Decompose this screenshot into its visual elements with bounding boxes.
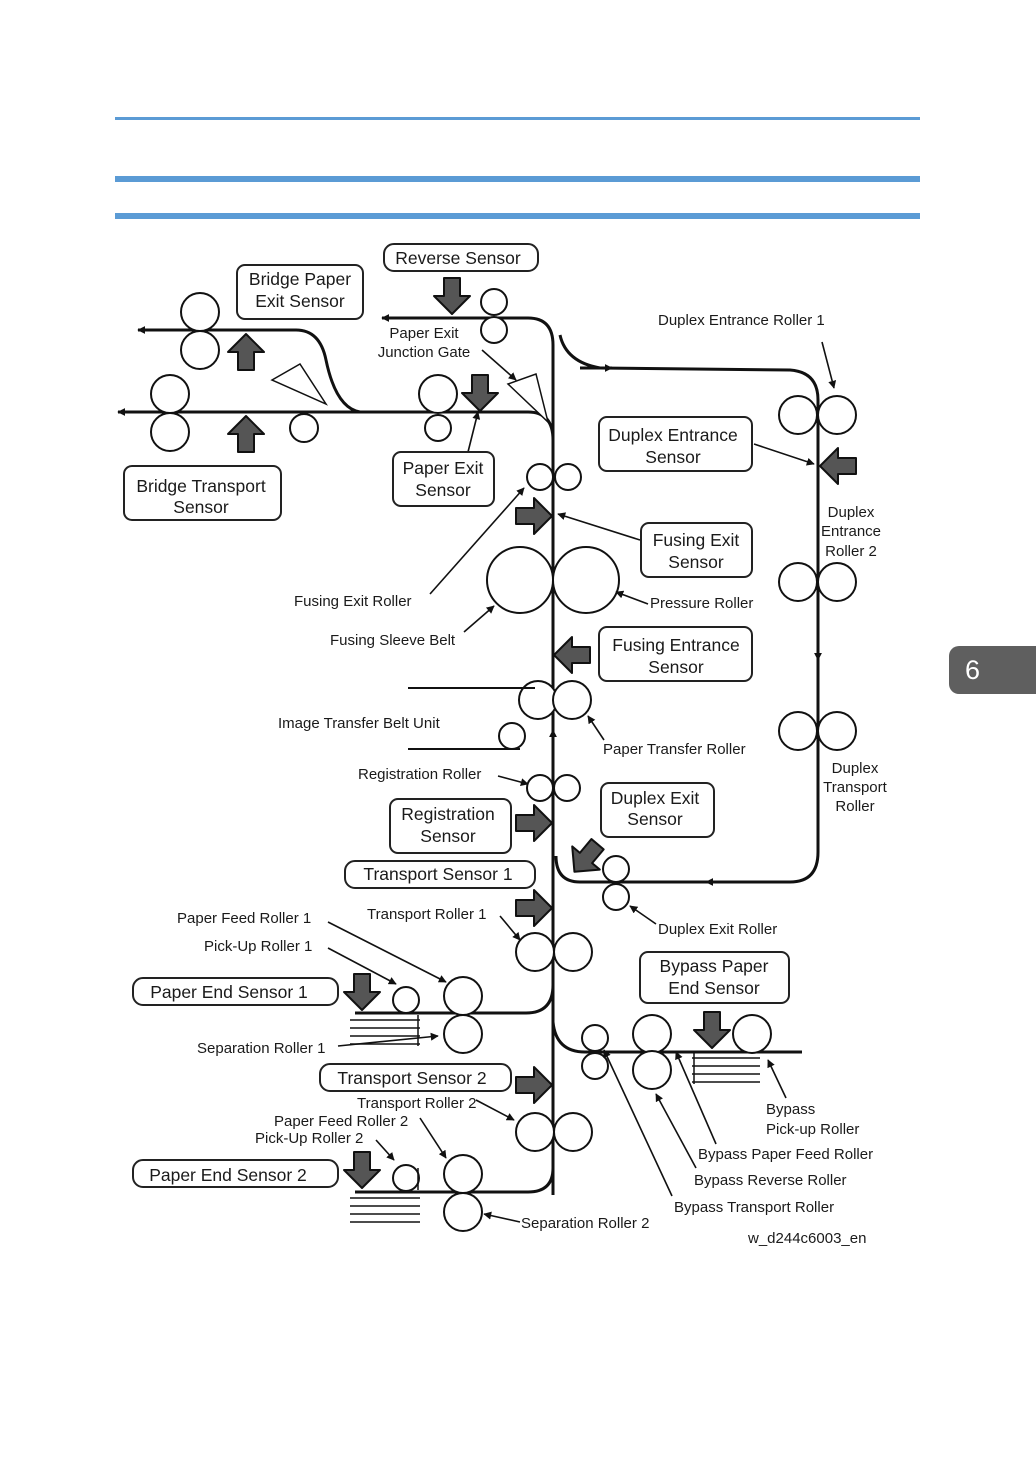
image-transfer-belt-lines — [408, 687, 535, 750]
component-labels: Paper Exit Junction Gate Duplex Entrance… — [177, 312, 888, 1247]
sensor-labels: Reverse Sensor Bridge Paper Exit Sensor … — [136, 248, 768, 1185]
fusing-exit-roller-label: Fusing Exit Roller — [294, 593, 412, 610]
transport-roller-1-label: Transport Roller 1 — [367, 906, 487, 923]
pickup-roller-2-label: Pick-Up Roller 2 — [255, 1130, 363, 1147]
duplex-transport-roller-label-1: Duplex — [832, 760, 879, 777]
paper-feed-roller-2-label: Paper Feed Roller 2 — [274, 1113, 408, 1130]
sensor-arrow-icon — [461, 374, 499, 412]
paper-transfer-roller-label: Paper Transfer Roller — [603, 741, 746, 758]
bypass-reverse-roller-label: Bypass Reverse Roller — [694, 1172, 847, 1189]
separation-roller-1-label: Separation Roller 1 — [197, 1040, 325, 1057]
duplex-transport-roller-label-2: Transport — [823, 779, 887, 796]
paper-end-sensor-1-label: Paper End Sensor 1 — [150, 982, 308, 1002]
leader-lines — [327, 341, 837, 1223]
bridge-exit-sensor-label-2: Exit Sensor — [255, 291, 345, 311]
sensor-arrow-icon — [227, 415, 265, 453]
sensor-arrow-icon — [553, 636, 591, 674]
bypass-transport-roller-label: Bypass Transport Roller — [674, 1199, 834, 1216]
bypass-pickup-roller-label-2: Pick-up Roller — [766, 1121, 859, 1138]
reverse-sensor-label: Reverse Sensor — [395, 248, 521, 268]
duplex-entrance-roller-2-label-1: Duplex — [828, 504, 875, 521]
fusing-exit-sensor-label-1: Fusing Exit — [653, 530, 740, 550]
registration-sensor-label-1: Registration — [401, 804, 494, 824]
paper-exit-sensor-label-2: Sensor — [415, 480, 471, 500]
bridge-transport-sensor-label-1: Bridge Transport — [136, 476, 266, 496]
bridge-exit-sensor-label-1: Bridge Paper — [249, 269, 351, 289]
bypass-end-sensor-label-1: Bypass Paper — [660, 956, 769, 976]
rollers — [150, 288, 857, 1232]
fusing-exit-sensor-label-2: Sensor — [668, 552, 724, 572]
duplex-transport-roller-label-3: Roller — [835, 798, 874, 815]
pickup-roller-1-label: Pick-Up Roller 1 — [204, 938, 312, 955]
bypass-pickup-roller-label-1: Bypass — [766, 1101, 815, 1118]
sensor-boxes — [123, 243, 790, 1188]
paper-end-sensor-2-label: Paper End Sensor 2 — [149, 1165, 307, 1185]
registration-roller-label: Registration Roller — [358, 766, 481, 783]
sensor-arrow-icon — [227, 333, 265, 371]
paper-exit-sensor-label-1: Paper Exit — [403, 458, 484, 478]
header-rule-top — [115, 176, 920, 182]
paper-stacks — [350, 1015, 760, 1223]
sensor-arrow-icon — [433, 277, 471, 315]
bypass-end-sensor-label-2: End Sensor — [668, 978, 760, 998]
duplex-entrance-roller-2-label-3: Roller 2 — [825, 543, 877, 560]
duplex-exit-sensor-label-1: Duplex Exit — [611, 788, 700, 808]
figure-code: w_d244c6003_en — [747, 1230, 866, 1247]
image-transfer-belt-label: Image Transfer Belt Unit — [278, 715, 441, 732]
sensor-arrow-icon — [693, 1011, 731, 1049]
sensor-arrow-icon — [515, 1066, 553, 1104]
sensor-arrow-icon — [515, 497, 553, 535]
sensor-arrow-icon — [515, 889, 553, 927]
sensor-arrow-icon — [515, 804, 553, 842]
paper-exit-gate-label-1: Paper Exit — [389, 325, 459, 342]
junction-gates — [270, 362, 550, 425]
transport-sensor-1-label: Transport Sensor 1 — [363, 864, 512, 884]
registration-sensor-label-2: Sensor — [420, 826, 476, 846]
duplex-entrance-sensor-label-1: Duplex Entrance — [608, 425, 737, 445]
duplex-exit-sensor-label-2: Sensor — [627, 809, 683, 829]
header-rule-thin — [115, 117, 920, 120]
sensor-arrow-icon — [343, 973, 381, 1011]
fusing-entrance-sensor-label-2: Sensor — [648, 657, 704, 677]
separation-roller-2-label: Separation Roller 2 — [521, 1215, 649, 1232]
header-rule-bottom — [115, 213, 920, 219]
chapter-tab: 6 — [949, 646, 1036, 694]
duplex-entrance-sensor-label-2: Sensor — [645, 447, 701, 467]
bypass-paper-feed-roller-label: Bypass Paper Feed Roller — [698, 1146, 873, 1163]
path-direction-arrows — [117, 314, 822, 886]
fusing-entrance-sensor-label-1: Fusing Entrance — [612, 635, 739, 655]
duplex-entrance-roller-2-label-2: Entrance — [821, 523, 881, 540]
fusing-sleeve-belt-label: Fusing Sleeve Belt — [330, 632, 456, 649]
paper-feed-roller-1-label: Paper Feed Roller 1 — [177, 910, 311, 927]
duplex-exit-roller-label: Duplex Exit Roller — [658, 921, 777, 938]
duplex-entrance-roller-1-label: Duplex Entrance Roller 1 — [658, 312, 825, 329]
paper-exit-gate-label-2: Junction Gate — [378, 344, 471, 361]
sensor-arrow-icon — [343, 1151, 381, 1189]
pressure-roller-label: Pressure Roller — [650, 595, 753, 612]
transport-sensor-2-label: Transport Sensor 2 — [337, 1068, 486, 1088]
transport-roller-2-label: Transport Roller 2 — [357, 1095, 477, 1112]
sensor-arrow-icon — [819, 447, 857, 485]
bridge-transport-sensor-label-2: Sensor — [173, 497, 229, 517]
